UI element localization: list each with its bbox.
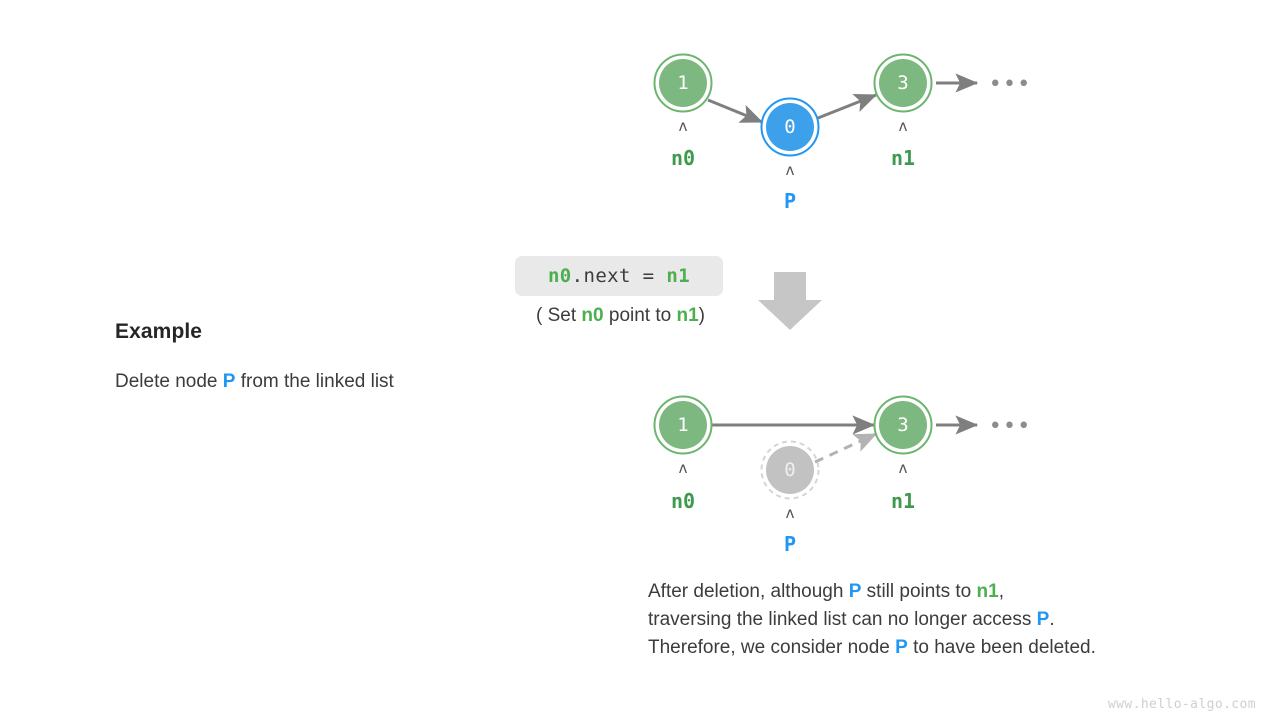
example-description-prefix: Delete node	[115, 371, 223, 392]
down-arrow-icon	[758, 272, 822, 330]
node-p-before[interactable]: 0	[760, 97, 820, 157]
node-n0-before[interactable]: 1	[653, 53, 713, 113]
code-token-n1: n1	[666, 265, 691, 287]
operation-note-open: ( Set	[536, 305, 582, 326]
node-label-n0: n0	[671, 489, 695, 513]
edge-p-to-n1	[817, 93, 878, 120]
caret-icon: ʌ	[678, 459, 687, 477]
conclusion-l3-b: to have been deleted.	[907, 637, 1096, 658]
conclusion-l2-b: .	[1049, 609, 1055, 630]
diagram-before: 1 ʌ n0 0 ʌ P 3 ʌ n1 •••	[653, 53, 1032, 213]
example-description-suffix: from the linked list	[235, 371, 394, 392]
node-p-deleted[interactable]: 0	[760, 440, 820, 500]
node-value: 3	[897, 72, 908, 94]
example-pointer-token: P	[222, 371, 236, 392]
caret-icon: ʌ	[898, 117, 907, 135]
operation-code-box: n0.next = n1	[515, 256, 723, 296]
node-n1-after[interactable]: 3	[873, 395, 933, 455]
conclusion-text: After deletion, although P still points …	[648, 578, 1096, 662]
node-label-n0: n0	[671, 146, 695, 170]
conclusion-line-2: traversing the linked list can no longer…	[648, 606, 1096, 634]
node-value: 3	[897, 414, 908, 436]
conclusion-l2-p: P	[1036, 609, 1050, 630]
conclusion-l1-b: still points to	[861, 581, 977, 602]
node-n1-before[interactable]: 3	[873, 53, 933, 113]
node-value: 1	[677, 414, 688, 436]
node-label-n1: n1	[891, 489, 915, 513]
conclusion-l1-a: After deletion, although	[648, 581, 849, 602]
operation-note-middle: point to	[603, 305, 677, 326]
diagram-after: 1 ʌ n0 0 ʌ P 3 ʌ n1 •••	[653, 395, 1032, 556]
caret-icon: ʌ	[785, 161, 794, 179]
example-block: Example Delete node P from the linked li…	[115, 320, 535, 395]
watermark: www.hello-algo.com	[1107, 697, 1256, 712]
node-value: 1	[677, 72, 688, 94]
ellipsis-tail: •••	[989, 414, 1032, 439]
node-value: 0	[784, 459, 795, 481]
code-token-next-assign: .next =	[571, 265, 667, 287]
node-label-p: P	[784, 532, 796, 556]
conclusion-l1-n: n1	[976, 581, 999, 602]
conclusion-l3-p: P	[895, 637, 908, 658]
operation-note: ( Set n0 point to n1)	[513, 305, 728, 327]
node-value: 0	[784, 116, 795, 138]
example-description: Delete node P from the linked list	[115, 370, 535, 395]
ellipsis-tail: •••	[989, 72, 1032, 97]
caret-icon: ʌ	[678, 117, 687, 135]
example-title: Example	[115, 320, 203, 343]
conclusion-l3-a: Therefore, we consider node	[648, 637, 896, 658]
conclusion-l1-c: ,	[998, 581, 1004, 602]
caret-icon: ʌ	[898, 459, 907, 477]
operation-note-n1: n1	[676, 305, 699, 326]
conclusion-l2-a: traversing the linked list can no longer…	[648, 609, 1037, 630]
code-token-n0: n0	[547, 265, 572, 287]
conclusion-line-1: After deletion, although P still points …	[648, 578, 1096, 606]
edge-p-to-n1-dashed	[814, 432, 878, 464]
node-label-n1: n1	[891, 146, 915, 170]
operation-note-close: )	[698, 305, 705, 326]
operation-note-n0: n0	[581, 305, 604, 326]
node-label-p: P	[784, 189, 796, 213]
node-n0-after[interactable]: 1	[653, 395, 713, 455]
edge-n0-to-p	[707, 98, 764, 124]
conclusion-line-3: Therefore, we consider node P to have be…	[648, 634, 1096, 662]
conclusion-l1-p: P	[848, 581, 862, 602]
caret-icon: ʌ	[785, 504, 794, 522]
